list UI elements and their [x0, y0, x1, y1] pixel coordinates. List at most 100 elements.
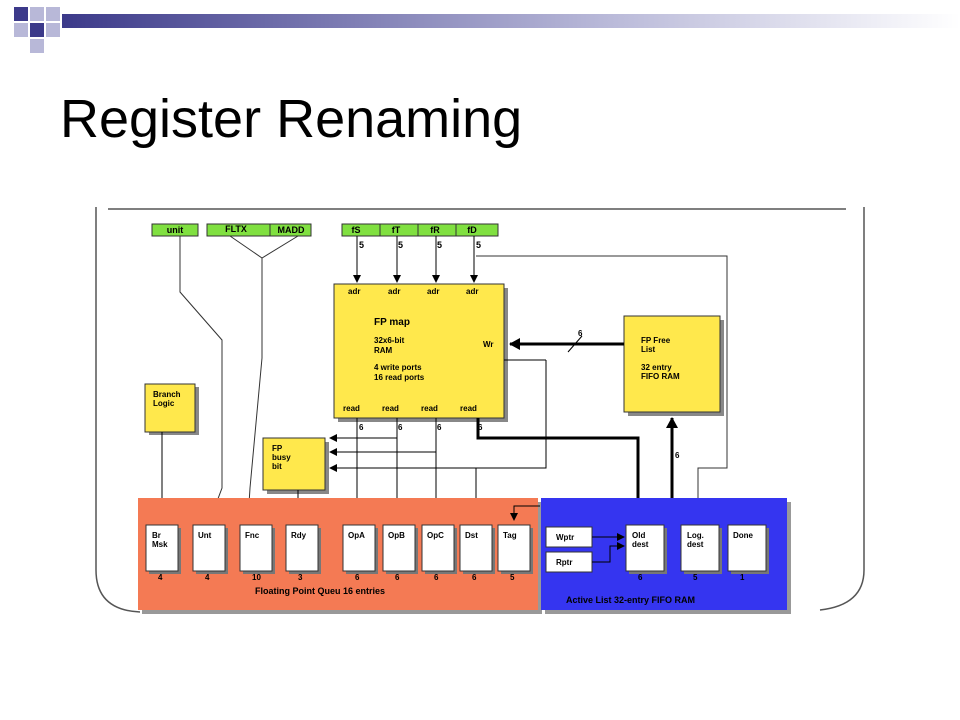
queue-field-box — [421, 524, 455, 572]
queue-field-name: OpC — [427, 531, 444, 540]
free-list-block: FP Free List 32 entry FIFO RAM — [623, 315, 724, 416]
bus-slash — [567, 335, 583, 353]
ft-label: fT — [392, 225, 401, 235]
fp-map-read-port: read — [343, 404, 360, 413]
fp-map-wr-port: Wr — [483, 340, 494, 349]
svg-text:6: 6 — [359, 423, 364, 432]
queue-field-bits: 6 — [355, 573, 360, 582]
active-field-box — [625, 524, 665, 572]
queue-field-name: OpA — [348, 531, 365, 540]
busy-bit-block: FP busy bit — [262, 437, 329, 494]
input-fields: unit FLTX MADD fS fT fR fD 5 5 5 5 — [151, 223, 499, 250]
fp-map-read-port: read — [382, 404, 399, 413]
active-field-name: Old — [632, 531, 645, 540]
fd-label: fD — [467, 225, 477, 235]
fp-map-desc: RAM — [374, 346, 393, 355]
branch-logic-block: Branch Logic — [144, 383, 199, 435]
queue-field-box — [192, 524, 226, 572]
queue-field-name: Tag — [503, 531, 517, 540]
bit-width-label: 5 — [476, 240, 481, 250]
tag-feedback-wire — [510, 505, 540, 521]
queue-field-name: Msk — [152, 540, 168, 549]
slide-decoration — [14, 7, 60, 53]
fp-map-adr-port: adr — [348, 287, 360, 296]
svg-text:FP Free: FP Free — [641, 336, 671, 345]
active-field-bits: 6 — [638, 573, 643, 582]
queue-field-bits: 5 — [510, 573, 515, 582]
queue-field-name: Br — [152, 531, 161, 540]
queue-field-name: Rdy — [291, 531, 307, 540]
fp-map-read-port: read — [460, 404, 477, 413]
active-field-box — [727, 524, 767, 572]
slide-title: Register Renaming — [60, 89, 523, 149]
bit-width-label: 5 — [398, 240, 403, 250]
fp-queue-label: Floating Point Queu 16 entries — [255, 586, 385, 596]
unit-field — [151, 223, 199, 237]
deco-square-light — [30, 39, 44, 53]
deco-square-dark — [30, 23, 44, 37]
branch-logic-box — [144, 383, 196, 433]
svg-text:FIFO RAM: FIFO RAM — [641, 372, 680, 381]
deco-square-light — [46, 7, 60, 21]
unit-label: unit — [167, 225, 184, 235]
queue-field-name: Dst — [465, 531, 478, 540]
fp-map-desc: 16 read ports — [374, 373, 425, 382]
queue-field-box — [459, 524, 493, 572]
madd-label: MADD — [278, 225, 305, 235]
queue-field-box — [497, 524, 531, 572]
return-width-label: 6 — [675, 451, 680, 460]
svg-text:Logic: Logic — [153, 399, 175, 408]
queue-field-bits: 6 — [472, 573, 477, 582]
fltx-label: FLTX — [225, 224, 247, 234]
queue-field-bits: 4 — [158, 573, 163, 582]
fltx-madd-field — [206, 223, 312, 237]
deco-square-dark — [14, 7, 28, 21]
svg-text:6: 6 — [437, 423, 442, 432]
old-dest-bus — [476, 418, 644, 519]
fd-to-logdest-wire — [476, 255, 728, 521]
fs-ft-fr-fd-field — [341, 223, 499, 237]
svg-text:6: 6 — [478, 423, 483, 432]
bus-width-label: 6 — [578, 329, 583, 338]
queue-field-name: Unt — [198, 531, 212, 540]
fp-map-box — [333, 283, 505, 419]
deco-square-light — [14, 23, 28, 37]
queue-field-box — [285, 524, 319, 572]
active-list-label: Active List 32-entry FIFO RAM — [566, 595, 695, 605]
bit-width-label: 5 — [437, 240, 442, 250]
svg-text:FP: FP — [272, 444, 283, 453]
queue-field-bits: 4 — [205, 573, 210, 582]
active-field-bits: 5 — [693, 573, 698, 582]
fp-map-read-port: read — [421, 404, 438, 413]
queue-field-box — [145, 524, 179, 572]
fp-map-desc: 4 write ports — [374, 363, 422, 372]
active-field-box — [680, 524, 720, 572]
title-rule — [62, 14, 960, 28]
map-input-wires — [353, 236, 478, 283]
active-field-name: Log. — [687, 531, 704, 540]
queue-field-box — [382, 524, 416, 572]
fs-label: fS — [352, 225, 361, 235]
fp-map-adr-port: adr — [388, 287, 400, 296]
fp-map-adr-port: adr — [466, 287, 478, 296]
active-list-pointers: Wptr Rptr — [545, 526, 625, 573]
busy-bit-box — [262, 437, 326, 491]
queue-field-bits: 6 — [434, 573, 439, 582]
fr-label: fR — [430, 225, 440, 235]
svg-text:32 entry: 32 entry — [641, 363, 672, 372]
wptr-label: Wptr — [556, 533, 574, 542]
map-output-bits: 6 6 6 6 — [359, 423, 483, 432]
svg-text:6: 6 — [398, 423, 403, 432]
svg-text:busy: busy — [272, 453, 291, 462]
rptr-label: Rptr — [556, 558, 572, 567]
queue-field-name: OpB — [388, 531, 405, 540]
queue-field-box — [342, 524, 376, 572]
diagram-frame — [95, 207, 865, 613]
free-list-box — [623, 315, 721, 413]
queue-field-box — [239, 524, 273, 572]
fp-map-title: FP map — [374, 317, 410, 328]
svg-text:bit: bit — [272, 462, 282, 471]
